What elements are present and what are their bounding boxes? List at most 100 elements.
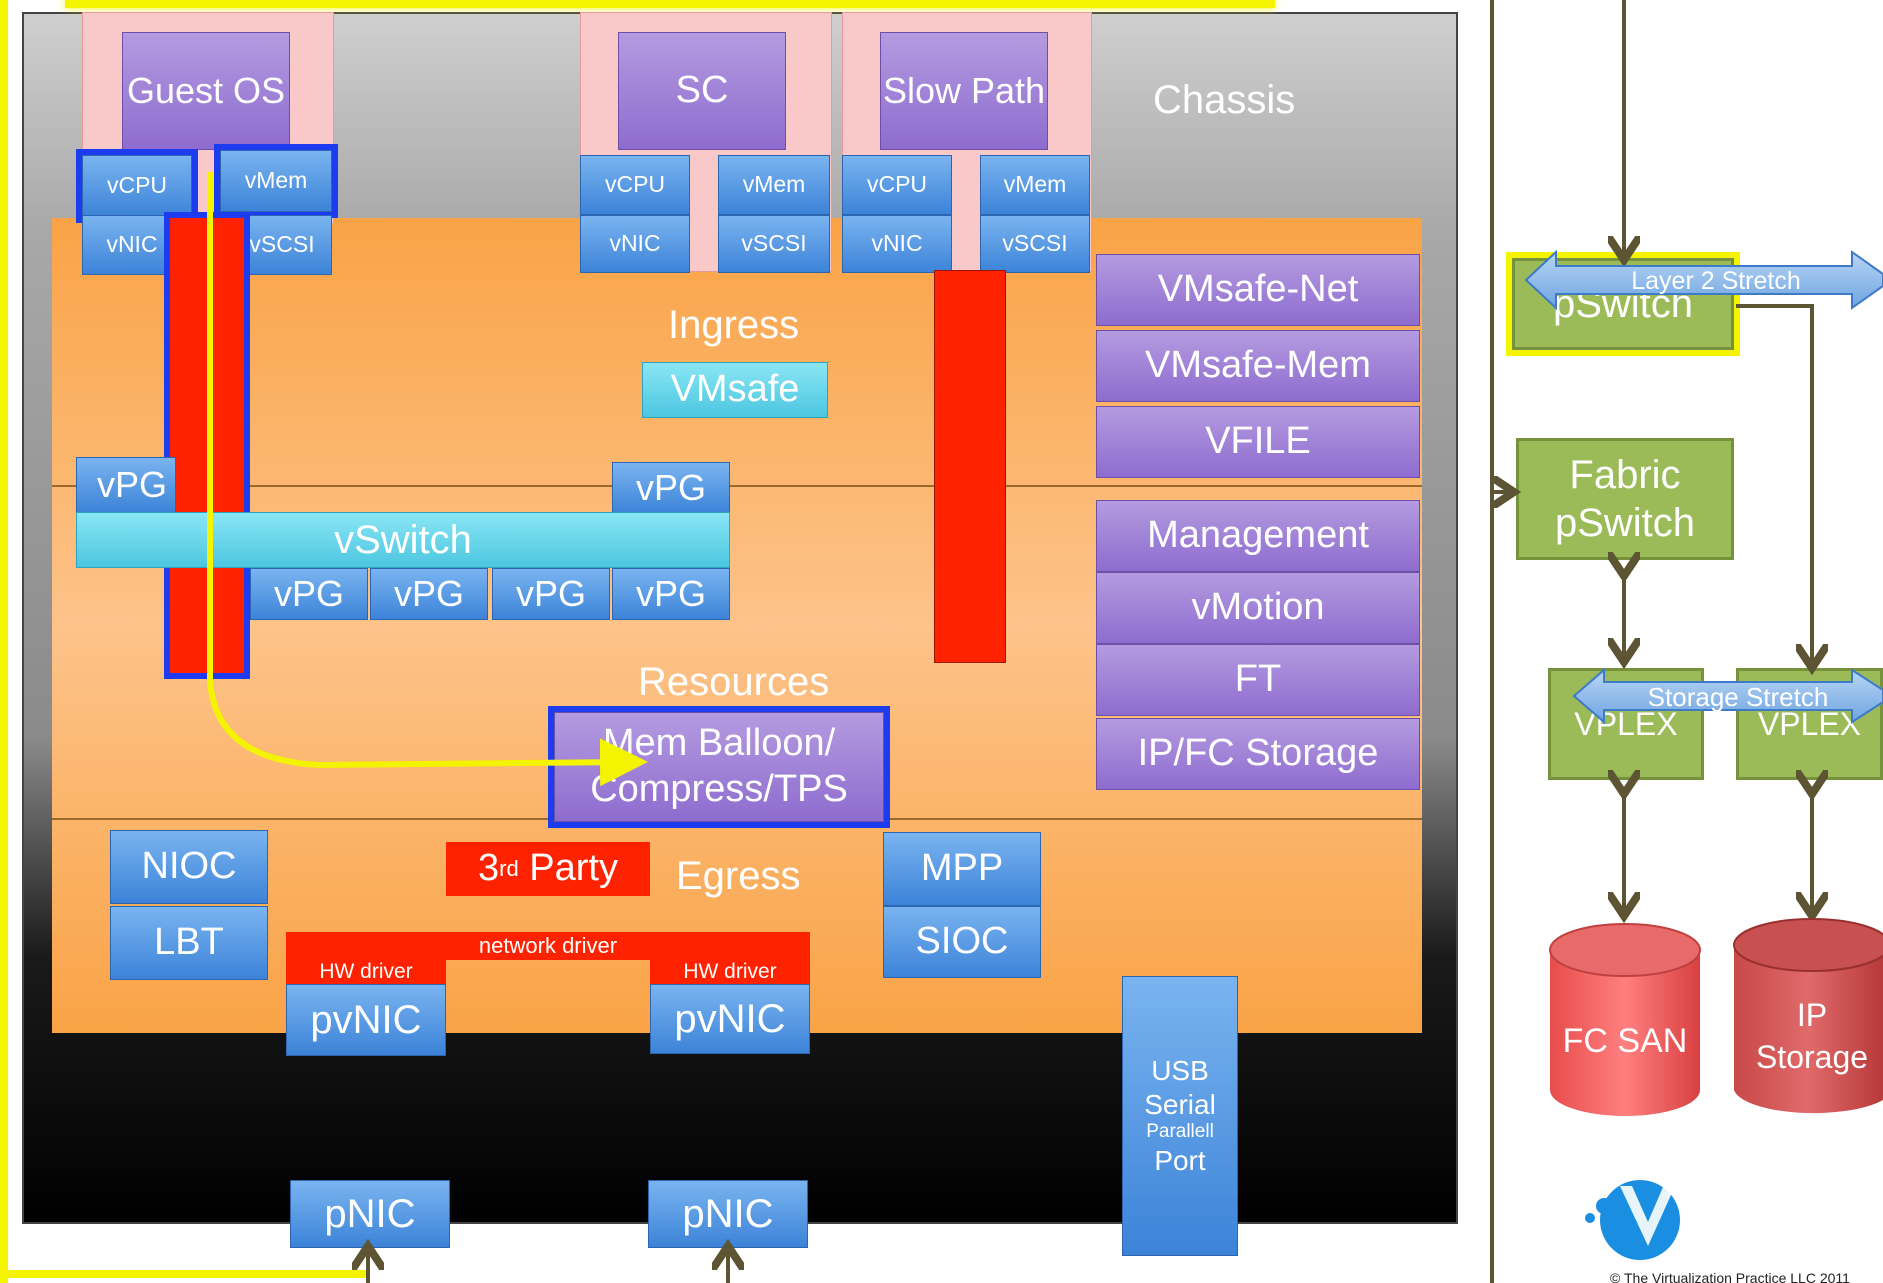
guest-vscsi-label: vSCSI (249, 231, 315, 258)
pswitch-to-vplex-right (1736, 304, 1812, 664)
stack-ft-label: FT (1234, 658, 1282, 701)
pnic-left: pNIC (290, 1180, 450, 1248)
copyright-text: © The Virtualization Practice LLC 2011 (1610, 1270, 1850, 1283)
vmsafe-label: VMsafe (670, 368, 800, 411)
stack-ft: FT (1096, 644, 1420, 716)
lbt-box: LBT (110, 906, 268, 980)
usb-serial-port-box: USB Serial Parallell Port (1122, 976, 1238, 1256)
ip-storage-label-2: Storage (1756, 1039, 1868, 1075)
pvnic-right: pvNIC (650, 984, 810, 1054)
fc-san-label: FC SAN (1563, 1022, 1688, 1060)
guest-datapath-bar (170, 218, 244, 673)
port-label: Port (1154, 1145, 1206, 1177)
stack-vmotion: vMotion (1096, 572, 1420, 644)
guest-vnic-label: vNIC (106, 231, 158, 258)
pswitch-label: pSwitch (1552, 282, 1694, 326)
stack-vmsafe-mem-label: VMsafe-Mem (1145, 344, 1371, 387)
slowpath-box: Slow Path (880, 32, 1048, 150)
slowpath-vmem-label: vMem (1003, 171, 1067, 198)
pnic-left-label: pNIC (324, 1192, 416, 1236)
sc-vcpu-label: vCPU (604, 171, 666, 198)
sc-box: SC (618, 32, 786, 150)
hw-driver-left-label: HW driver (319, 960, 413, 984)
sc-vcpu: vCPU (580, 155, 690, 215)
vpg-4-label: vPG (635, 573, 706, 615)
third-party-sup: rd (499, 855, 519, 881)
slowpath-label: Slow Path (882, 70, 1046, 112)
guest-vcpu-label: vCPU (106, 172, 168, 199)
vpg-top-label: vPG (635, 467, 706, 509)
third-party-label: Party (518, 847, 618, 890)
sioc-box: SIOC (883, 906, 1041, 978)
guest-vmem: vMem (220, 150, 332, 212)
vpg-top: vPG (612, 462, 730, 514)
guest-vscsi: vSCSI (232, 215, 332, 275)
mpp-label: MPP (920, 847, 1004, 890)
network-driver-bar: network driver (286, 932, 810, 960)
hw-driver-right: HW driver (650, 960, 810, 984)
vpg-1-label: vPG (273, 573, 344, 615)
ingress-separator (52, 485, 1422, 487)
stack-vmsafe-net-label: VMsafe-Net (1157, 268, 1359, 311)
pvnic-left-label: pvNIC (310, 998, 422, 1042)
slowpath-vnic: vNIC (842, 215, 952, 273)
vswitch-box: vSwitch (76, 512, 730, 568)
slowpath-vcpu-label: vCPU (866, 171, 928, 198)
pvnic-right-label: pvNIC (674, 997, 786, 1041)
top-to-pswitch-line (1490, 0, 1626, 1283)
vpg-left-label: vPG (97, 464, 168, 506)
vplex-left-box: VPLEX (1548, 668, 1704, 780)
nioc-box: NIOC (110, 830, 268, 904)
yellow-left-line (0, 0, 8, 1283)
slowpath-vscsi-label: vSCSI (1002, 230, 1068, 257)
resources-label: Resources (638, 660, 830, 704)
hw-driver-left: HW driver (286, 960, 446, 984)
pnic-right: pNIC (648, 1180, 808, 1248)
slowpath-vnic-label: vNIC (871, 230, 923, 257)
sc-label: SC (675, 69, 729, 112)
guest-os-label: Guest OS (126, 70, 286, 112)
sc-vnic: vNIC (580, 215, 690, 273)
vpg-3: vPG (492, 568, 610, 620)
guest-vcpu: vCPU (82, 155, 192, 217)
fabric-pswitch-label: Fabric pSwitch (1554, 453, 1696, 545)
vplex-right-box: VPLEX (1736, 668, 1883, 780)
serial-label: Serial (1144, 1088, 1216, 1120)
slowpath-datapath-bar (934, 270, 1006, 663)
vpg-left: vPG (76, 457, 176, 513)
stack-management: Management (1096, 500, 1420, 572)
usb-label: USB (1151, 1055, 1209, 1087)
vpg-4: vPG (612, 568, 730, 620)
stack-management-label: Management (1147, 514, 1369, 557)
sc-vmem: vMem (718, 155, 830, 215)
pswitch-box: pSwitch (1512, 258, 1734, 350)
parallel-label: Parallell (1146, 1121, 1214, 1143)
mem-balloon-label: Mem Balloon/ Compress/TPS (590, 722, 848, 810)
vplex-left-label: VPLEX (1574, 705, 1678, 742)
slowpath-vcpu: vCPU (842, 155, 952, 215)
sc-vnic-label: vNIC (609, 230, 661, 257)
nioc-label: NIOC (141, 845, 237, 888)
ingress-label: Ingress (668, 303, 800, 347)
sc-vscsi: vSCSI (718, 215, 830, 273)
lbt-label: LBT (154, 921, 224, 964)
sc-vmem-label: vMem (742, 171, 806, 198)
vplex-right-label: VPLEX (1757, 705, 1862, 742)
pnic-right-label: pNIC (682, 1192, 774, 1236)
vpg-1: vPG (250, 568, 368, 620)
fc-san-cylinder: FC SAN (1549, 923, 1701, 1116)
vpg-3-label: vPG (515, 573, 586, 615)
ip-storage-label-1: IP (1797, 997, 1827, 1033)
third-party-num: 3 (478, 847, 500, 890)
pvnic-left: pvNIC (286, 984, 446, 1056)
mem-balloon-box: Mem Balloon/ Compress/TPS (554, 712, 884, 822)
slowpath-vmem: vMem (980, 155, 1090, 215)
stack-vmsafe-net: VMsafe-Net (1096, 254, 1420, 326)
slowpath-vscsi: vSCSI (980, 215, 1090, 273)
yellow-bottom-line (0, 1270, 370, 1278)
sc-vscsi-label: vSCSI (741, 230, 807, 257)
fabric-pswitch-box: Fabric pSwitch (1516, 438, 1734, 560)
vswitch-label: vSwitch (334, 518, 472, 562)
vpg-2-label: vPG (393, 573, 464, 615)
